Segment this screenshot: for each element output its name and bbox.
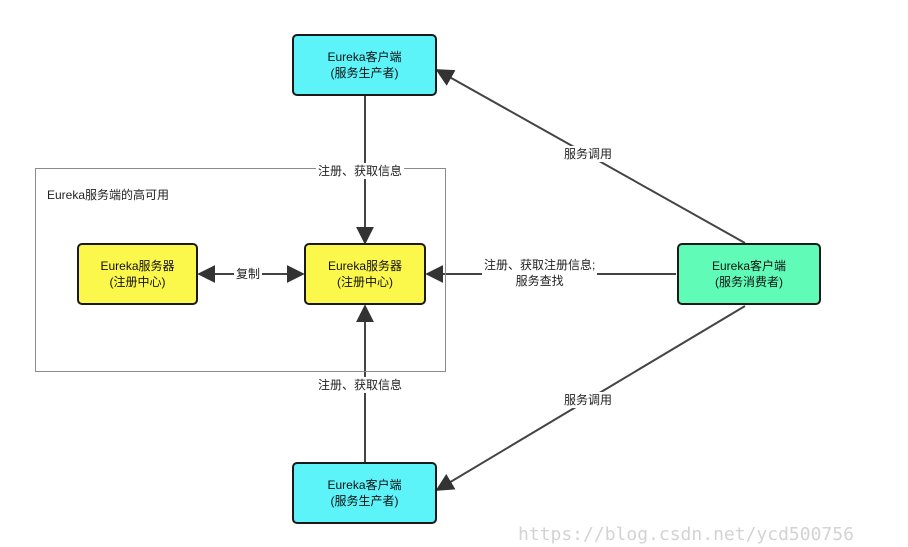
watermark: https://blog.csdn.net/ycd500756 — [518, 524, 854, 545]
node-label-line2: (服务消费者) — [715, 275, 783, 289]
client-consumer[interactable]: Eureka客户端 (服务消费者) — [677, 243, 821, 305]
node-label-line2: (服务生产者) — [330, 494, 399, 508]
edge-label-bottom-register: 注册、获取信息 — [316, 377, 405, 393]
client-producer-bottom[interactable]: Eureka客户端 (服务生产者) — [292, 462, 437, 524]
edge-label-consumer-register-line1: 注册、获取注册信息; — [484, 258, 596, 272]
node-label-line1: Eureka服务器 — [327, 259, 403, 273]
node-label-line2: (服务生产者) — [330, 66, 399, 80]
edge-label-top-register: 注册、获取信息 — [316, 163, 405, 179]
edge-label-consumer-register-line2: 服务查找 — [515, 274, 564, 288]
edge-label-call-bottom: 服务调用 — [562, 392, 615, 408]
node-label-line1: Eureka客户端 — [327, 478, 402, 492]
ha-group-title: Eureka服务端的高可用 — [47, 188, 170, 202]
node-label-line2: (注册中心) — [109, 275, 166, 289]
edge-label-replicate: 复制 — [234, 266, 263, 282]
ha-group-frame — [35, 168, 446, 372]
node-label-line1: Eureka客户端 — [711, 259, 787, 273]
node-label-line1: Eureka服务器 — [100, 259, 175, 273]
eureka-server-right[interactable]: Eureka服务器 (注册中心) — [304, 243, 426, 305]
eureka-server-left[interactable]: Eureka服务器 (注册中心) — [77, 243, 198, 305]
client-producer-top[interactable]: Eureka客户端 (服务生产者) — [292, 34, 437, 96]
node-label-line1: Eureka客户端 — [327, 50, 402, 64]
node-label-line2: (注册中心) — [337, 275, 393, 289]
edge-label-consumer-register: 注册、获取注册信息; 服务查找 — [482, 257, 598, 289]
edge-label-call-top: 服务调用 — [562, 146, 615, 162]
